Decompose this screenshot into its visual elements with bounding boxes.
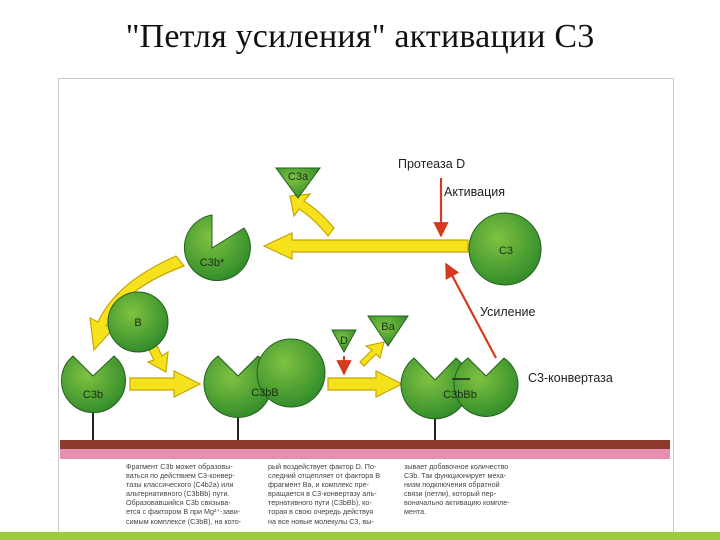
yellow-arrow-c3bb-to-c3bbb [327, 370, 404, 398]
c3bbb-bb-part [453, 357, 519, 417]
membrane-inner [60, 449, 670, 459]
c3bstar-label: C3b* [200, 257, 225, 269]
ba-shape [367, 315, 409, 347]
yellow-arrow-c3b-to-c3bb [129, 370, 202, 398]
membrane-outer [60, 440, 670, 449]
b-shape [107, 291, 169, 353]
caption-column-2: рый воздействует фактор D. По- следний о… [268, 462, 381, 526]
slide-title: "Петля усиления" активации С3 [125, 18, 595, 55]
yellow-arrow-to-c3a [289, 193, 335, 237]
protease-d-label: Протеаза D [398, 157, 465, 171]
bottom-accent-band [0, 532, 720, 540]
c3-label: C3 [499, 245, 513, 257]
c3bstar-shape [183, 214, 251, 282]
caption-column-1: Фрагмент С3b может образовы- ваться по д… [126, 462, 242, 526]
c3bbb-label: C3bBb [443, 389, 477, 401]
d-shape [331, 329, 357, 354]
c3b-label: C3b [83, 389, 103, 401]
b-label: B [134, 317, 141, 329]
c3b-shape [61, 355, 126, 414]
caption-column-3: зывает добавочное количество С3b. Так фу… [404, 462, 510, 517]
c3-shape [468, 212, 542, 286]
red-arrow-amplification [445, 262, 497, 359]
yellow-arrow-c3bstar-to-c3b [89, 255, 185, 352]
c3bb-b-part [256, 338, 326, 408]
c3a-shape [275, 167, 321, 199]
c3-convertase-label: С3-конвертаза [528, 371, 613, 385]
ba-label: Ba [381, 321, 395, 333]
d-label: D [340, 335, 348, 347]
yellow-arrow-to-ba [359, 341, 385, 367]
yellow-arrow-c3-to-c3bstar [262, 232, 469, 260]
activation-label: Активация [444, 185, 505, 199]
c3bb-label: C3bB [251, 387, 279, 399]
amplification-label: Усиление [480, 305, 535, 319]
c3a-label: C3a [288, 171, 309, 183]
